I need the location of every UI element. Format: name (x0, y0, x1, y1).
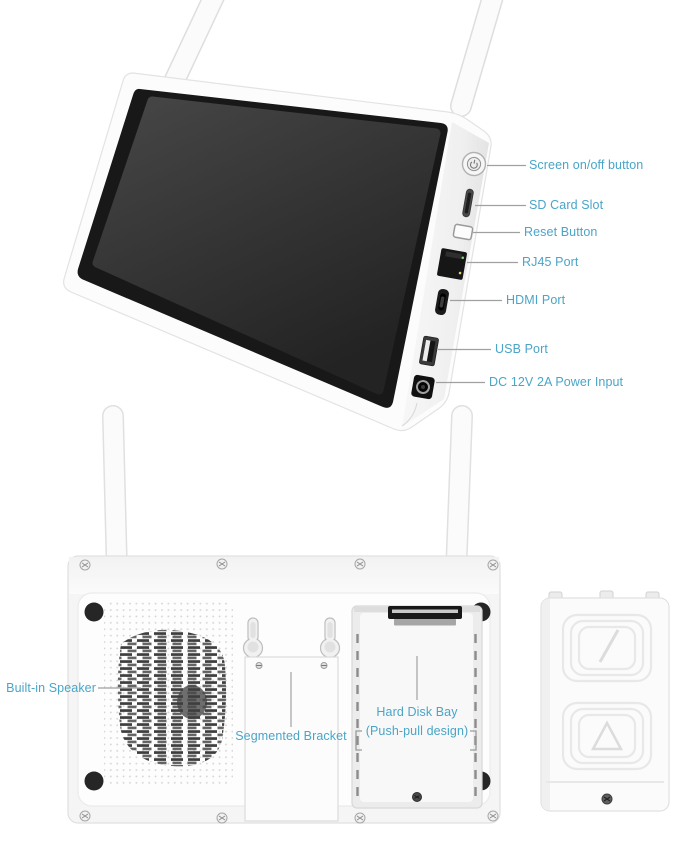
screw-icon (412, 792, 422, 802)
callout-label-dc-power: DC 12V 2A Power Input (489, 375, 624, 389)
casing-seam (401, 402, 418, 427)
screw-icon (216, 812, 228, 824)
power-button-icon (461, 151, 487, 177)
sata-connector-icon (388, 606, 462, 626)
callout-label-speaker: Built-in Speaker (6, 681, 96, 695)
callout-label-hdd-bay: Hard Disk Bay (Push-pull design) (347, 703, 487, 740)
callout-leader-lines (436, 164, 526, 384)
keyhole-mount-icon (242, 617, 264, 659)
screw-icon (79, 810, 91, 822)
rim-screws (79, 558, 499, 824)
hdmi-port-icon (435, 288, 449, 316)
base-unit (67, 405, 501, 824)
hdd-slot-mark-left (355, 730, 362, 751)
screw-icon (255, 662, 263, 669)
segmented-bracket-panel (244, 656, 339, 822)
screw-icon (487, 810, 499, 822)
dc-power-jack-icon (411, 374, 435, 400)
callout-label-rj45: RJ45 Port (522, 255, 579, 269)
callout-label-hdmi: HDMI Port (506, 293, 566, 307)
rubber-foot-icon (84, 602, 104, 622)
cover-emboss-top (561, 613, 653, 683)
screw-icon (601, 793, 613, 805)
base-top-rim (69, 557, 499, 594)
base-antenna-left-icon (102, 405, 128, 585)
screw-icon (354, 558, 366, 570)
callout-label-screen-onoff: Screen on/off button (529, 158, 644, 172)
monitor-antenna-right-icon (450, 0, 504, 117)
screw-icon (216, 558, 228, 570)
callout-label-sd-card: SD Card Slot (529, 198, 604, 212)
screen (92, 96, 441, 395)
rj45-port-icon (437, 248, 467, 280)
cover-emboss-bottom (561, 701, 653, 771)
hdd-slot-mark-right (470, 730, 477, 751)
screw-icon (320, 662, 328, 669)
monitor-unit (63, 0, 504, 432)
usb-port-icon (419, 335, 439, 367)
callout-label-hdd-bay-line2: (Push-pull design) (365, 723, 469, 738)
reset-button-icon (452, 223, 474, 241)
callout-label-hdd-bay-line1: Hard Disk Bay (376, 705, 458, 719)
rubber-foot-icon (84, 771, 104, 791)
screw-icon (487, 559, 499, 571)
callout-label-bracket: Segmented Bracket (235, 729, 347, 743)
screw-icon (79, 559, 91, 571)
speaker-grille-icon (104, 601, 233, 786)
keyhole-mount-icon (319, 617, 341, 659)
screw-icon (354, 812, 366, 824)
monitor-antenna-left-icon (161, 0, 225, 97)
sd-card-slot-icon (462, 188, 474, 218)
hard-disk-bay (351, 605, 483, 809)
hdd-cover-plate (540, 590, 670, 812)
callout-label-usb: USB Port (495, 342, 548, 356)
base-antenna-right-icon (445, 405, 473, 585)
cover-left-shade (541, 598, 550, 811)
callout-label-reset: Reset Button (524, 225, 598, 239)
